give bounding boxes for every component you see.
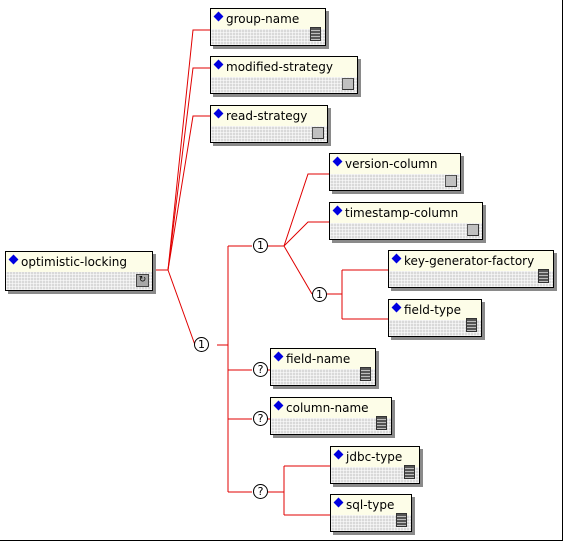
document-icon (538, 269, 549, 283)
element-label: version-column (345, 157, 438, 171)
element-label: field-name (286, 352, 351, 366)
element-header (6, 252, 152, 272)
element-content (211, 77, 357, 93)
element-header (330, 203, 482, 223)
element-header (330, 154, 460, 174)
connector-group-name (153, 29, 210, 271)
element-sql-type[interactable]: sql-type (330, 494, 412, 532)
document-icon (376, 416, 387, 430)
element-label: modified-strategy (226, 60, 333, 74)
element-key-generator-factory[interactable]: key-generator-factory (388, 250, 554, 288)
element-content (271, 418, 391, 434)
element-content (330, 174, 460, 190)
choice-compositor-version[interactable]: 1 (253, 238, 268, 253)
element-header (271, 398, 391, 418)
connector-key-choice (268, 245, 313, 295)
choice-compositor-key[interactable]: 1 (312, 287, 327, 302)
box-icon (342, 78, 354, 90)
connector-timestamp-column (268, 221, 329, 247)
element-field-name[interactable]: field-name (270, 348, 376, 386)
element-label: jdbc-type (346, 450, 403, 464)
element-version-column[interactable]: version-column (329, 153, 461, 191)
element-content (6, 272, 152, 290)
element-header (211, 106, 327, 126)
element-content (331, 467, 419, 483)
optional-compositor-type[interactable]: ? (253, 484, 268, 499)
connector-version-column (268, 173, 329, 247)
element-label: timestamp-column (345, 206, 459, 220)
connector-modified-strategy (153, 67, 210, 271)
element-field-type[interactable]: field-type (388, 299, 482, 337)
element-modified-strategy[interactable]: modified-strategy (210, 56, 358, 94)
element-header (389, 251, 553, 271)
element-group-name[interactable]: group-name (210, 8, 326, 46)
refresh-icon: ↻ (136, 274, 149, 287)
element-content (211, 126, 327, 142)
element-label: group-name (226, 12, 300, 26)
document-icon (360, 367, 371, 381)
element-label: field-type (404, 303, 462, 317)
element-header (331, 447, 419, 467)
document-icon (310, 27, 321, 41)
element-content (331, 515, 411, 531)
element-header (211, 57, 357, 77)
element-content (211, 29, 325, 45)
element-label: column-name (286, 401, 369, 415)
document-icon (396, 513, 407, 527)
element-optimistic-locking[interactable]: optimistic-locking ↻ (5, 251, 153, 291)
element-header (389, 300, 481, 320)
element-column-name[interactable]: column-name (270, 397, 392, 435)
element-label: optimistic-locking (21, 255, 128, 269)
optional-compositor-column-name[interactable]: ? (253, 411, 268, 426)
connector-main-choice (153, 269, 196, 346)
element-label: read-strategy (226, 109, 308, 123)
element-label: sql-type (346, 498, 395, 512)
element-header (271, 349, 375, 369)
element-timestamp-column[interactable]: timestamp-column (329, 202, 483, 240)
choice-compositor-main[interactable]: 1 (194, 337, 209, 352)
element-content (389, 271, 553, 287)
element-content (330, 223, 482, 239)
box-icon (312, 127, 324, 139)
element-header (331, 495, 411, 515)
box-icon (467, 224, 479, 236)
document-icon (466, 318, 477, 332)
optional-compositor-field-name[interactable]: ? (253, 362, 268, 377)
element-label: key-generator-factory (404, 254, 535, 268)
element-content (389, 320, 481, 336)
box-icon (445, 175, 457, 187)
element-content (271, 369, 375, 385)
element-jdbc-type[interactable]: jdbc-type (330, 446, 420, 484)
document-icon (404, 465, 415, 479)
element-read-strategy[interactable]: read-strategy (210, 105, 328, 143)
element-header (211, 9, 325, 29)
